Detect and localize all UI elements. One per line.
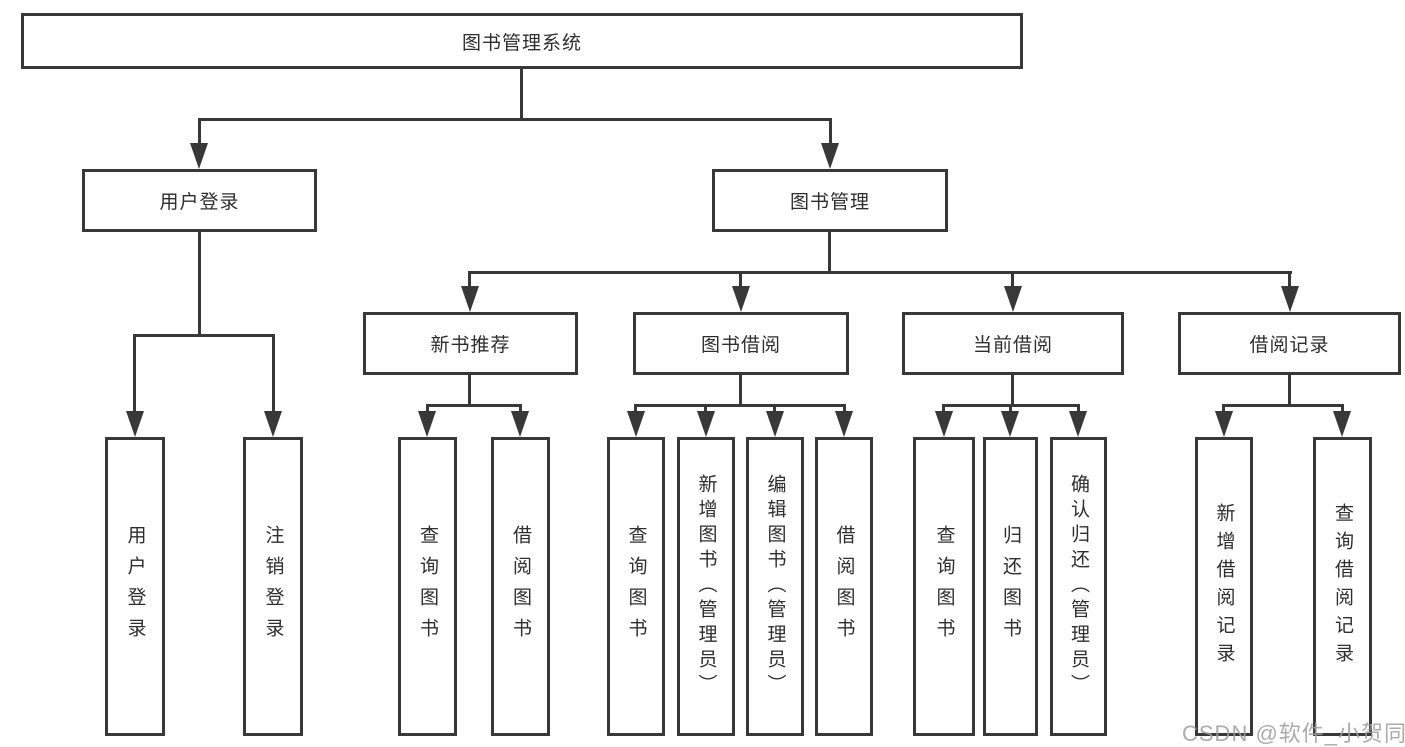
connector-line bbox=[198, 118, 832, 121]
node-rec-borrow-books: 借阅图书 bbox=[491, 437, 550, 736]
node-current-query-books: 查询图书 bbox=[913, 437, 975, 736]
node-borrow-query-books: 查询图书 bbox=[607, 437, 665, 736]
arrowhead bbox=[1281, 286, 1299, 312]
connector-line bbox=[739, 271, 742, 289]
node-current-borrowing: 当前借阅 bbox=[902, 312, 1124, 375]
connector-line bbox=[519, 404, 522, 416]
connector-line bbox=[843, 404, 846, 416]
arrowhead bbox=[264, 411, 282, 437]
arrowhead bbox=[1001, 411, 1019, 437]
node-user-login: 用户登录 bbox=[82, 169, 317, 232]
node-records-query-record: 查询借阅记录 bbox=[1313, 437, 1372, 736]
arrowhead bbox=[461, 286, 479, 312]
connector-line bbox=[198, 118, 201, 150]
connector-line bbox=[773, 404, 776, 416]
connector-line bbox=[1077, 404, 1080, 416]
connector-line bbox=[426, 404, 522, 407]
arrowhead bbox=[935, 411, 953, 437]
connector-line bbox=[133, 334, 136, 414]
connector-line bbox=[1009, 404, 1012, 416]
connector-line bbox=[272, 334, 275, 414]
arrowhead bbox=[732, 286, 750, 312]
node-borrow-edit-books: 编辑图书（管理员） bbox=[746, 437, 804, 736]
connector-line bbox=[634, 404, 846, 407]
node-rec-query-books: 查询图书 bbox=[398, 437, 457, 736]
connector-line bbox=[1011, 375, 1014, 407]
node-borrow-borrow-books: 借阅图书 bbox=[815, 437, 873, 736]
connector-line bbox=[1011, 271, 1014, 289]
arrowhead bbox=[1004, 286, 1022, 312]
connector-line bbox=[634, 404, 637, 416]
connector-line bbox=[828, 232, 831, 274]
arrowhead bbox=[418, 411, 436, 437]
node-library-system: 图书管理系统 bbox=[21, 13, 1023, 69]
connector-line bbox=[426, 404, 429, 416]
arrowhead bbox=[697, 411, 715, 437]
node-records-add-record: 新增借阅记录 bbox=[1195, 437, 1253, 736]
arrowhead bbox=[766, 411, 784, 437]
connector-line bbox=[1222, 404, 1225, 416]
connector-line bbox=[468, 271, 1292, 274]
arrowhead bbox=[1333, 411, 1351, 437]
connector-line bbox=[739, 375, 742, 407]
arrowhead bbox=[1069, 411, 1087, 437]
connector-line bbox=[468, 375, 471, 407]
connector-line bbox=[520, 69, 523, 120]
arrowhead bbox=[835, 411, 853, 437]
node-book-borrowing: 图书借阅 bbox=[633, 312, 849, 375]
connector-line bbox=[1341, 404, 1344, 416]
connector-line bbox=[1288, 375, 1291, 407]
connector-line bbox=[942, 404, 945, 416]
node-new-book-recommend: 新书推荐 bbox=[363, 312, 578, 375]
arrowhead bbox=[821, 143, 839, 169]
connector-line bbox=[1288, 271, 1291, 289]
connector-line bbox=[829, 118, 832, 150]
connector-line bbox=[198, 232, 201, 337]
arrowhead bbox=[190, 143, 208, 169]
node-user-login-leaf: 用户登录 bbox=[105, 437, 165, 736]
arrowhead bbox=[627, 411, 645, 437]
connector-line bbox=[1222, 404, 1344, 407]
arrowhead bbox=[511, 411, 529, 437]
arrowhead bbox=[1215, 411, 1233, 437]
connector-line bbox=[704, 404, 707, 416]
node-current-return-books: 归还图书 bbox=[983, 437, 1038, 736]
connector-line bbox=[133, 334, 275, 337]
connector-line bbox=[468, 271, 471, 289]
arrowhead bbox=[126, 411, 144, 437]
node-borrow-add-books: 新增图书（管理员） bbox=[677, 437, 735, 736]
node-borrowing-records: 借阅记录 bbox=[1178, 312, 1401, 375]
node-book-management: 图书管理 bbox=[712, 169, 948, 232]
watermark: CSDN @软件_小贺同学 bbox=[1182, 721, 1405, 746]
node-logout: 注销登录 bbox=[243, 437, 303, 736]
node-current-confirm-return: 确认归还（管理员） bbox=[1050, 437, 1107, 736]
